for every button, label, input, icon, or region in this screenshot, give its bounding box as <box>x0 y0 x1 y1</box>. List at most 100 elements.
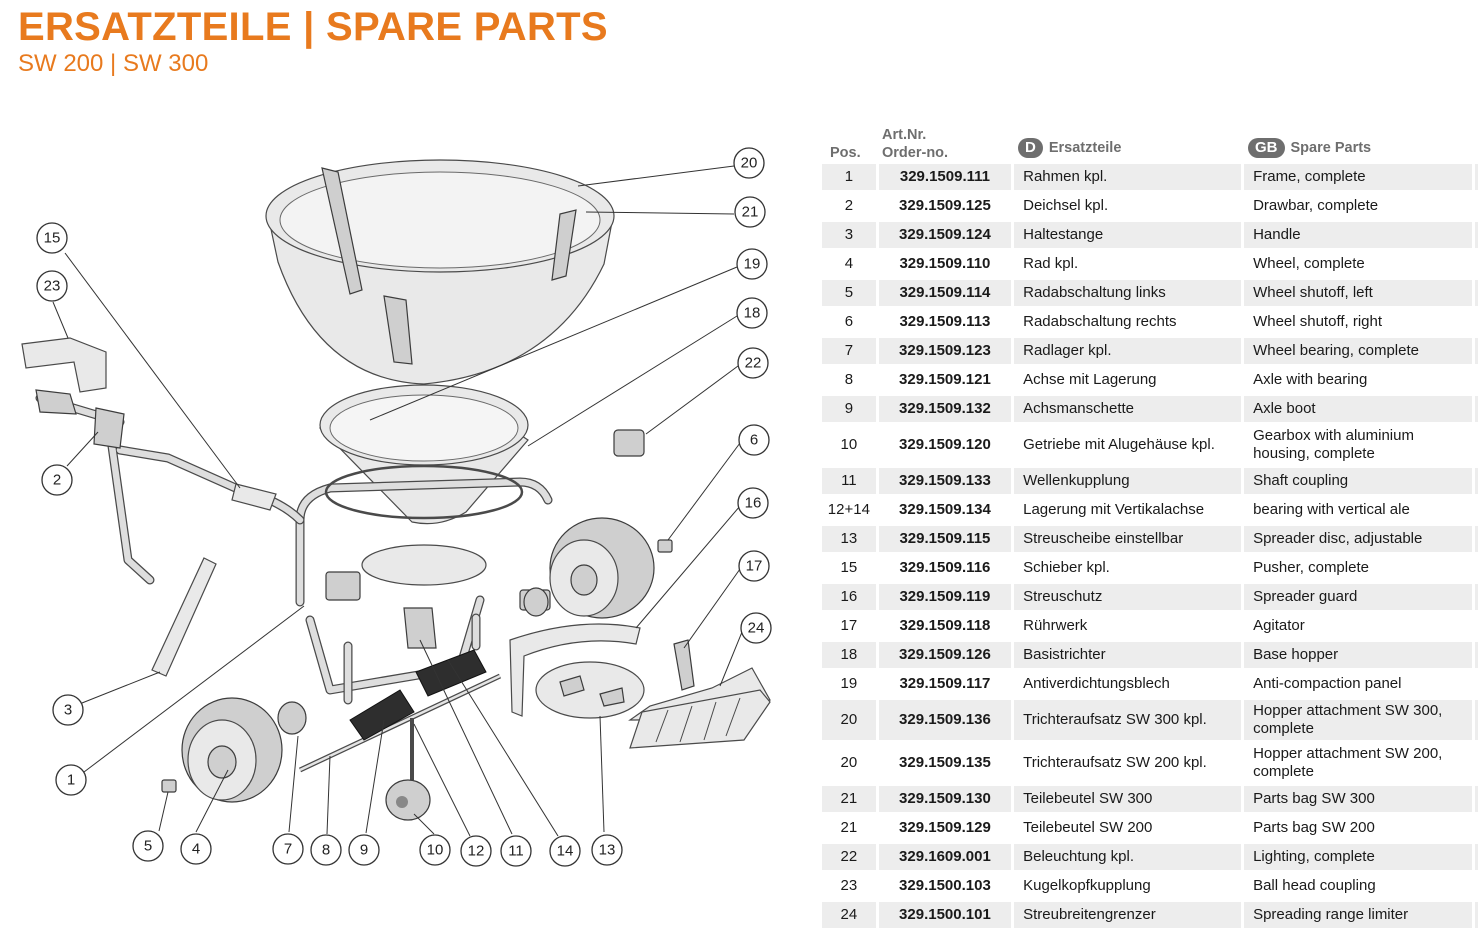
de-description-cell: Rad kpl. <box>1014 251 1242 277</box>
de-description-cell: Streuscheibe einstellbar <box>1014 526 1242 552</box>
callout-11: 11 <box>500 835 532 867</box>
gb-description-cell: Spreader disc, adjustable <box>1244 526 1473 552</box>
col-gb-label: Spare Parts <box>1290 139 1372 156</box>
de-description-cell: Rührwerk <box>1014 613 1242 639</box>
row-edge <box>1475 902 1478 928</box>
hopper-attachment-illustration <box>265 159 615 385</box>
callout-12: 12 <box>460 835 492 867</box>
art-no-cell: 329.1509.134 <box>878 497 1012 523</box>
gb-description-cell: Axle boot <box>1244 396 1473 422</box>
art-no-cell: 329.1509.117 <box>878 671 1012 697</box>
frame-illustration <box>295 464 553 705</box>
callout-4: 4 <box>180 833 212 865</box>
art-no-cell: 329.1509.119 <box>878 584 1012 610</box>
art-no-cell: 329.1509.121 <box>878 367 1012 393</box>
svg-text:1: 1 <box>67 772 75 789</box>
row-edge <box>1475 251 1478 277</box>
pos-cell: 22 <box>822 844 876 870</box>
art-no-cell: 329.1509.126 <box>878 642 1012 668</box>
gb-description-cell: Agitator <box>1244 613 1473 639</box>
gearbox-illustration <box>385 718 431 821</box>
callout-6: 6 <box>738 424 770 456</box>
de-badge: D <box>1018 138 1043 158</box>
de-description-cell: Trichteraufsatz SW 300 kpl. <box>1014 700 1242 740</box>
pos-cell: 8 <box>822 367 876 393</box>
gb-description-cell: Ball head coupling <box>1244 873 1473 899</box>
svg-text:11: 11 <box>508 843 524 860</box>
gb-description-cell: Anti-compaction panel <box>1244 671 1473 697</box>
row-edge <box>1475 873 1478 899</box>
de-description-cell: Radabschaltung rechts <box>1014 309 1242 335</box>
callout-7: 7 <box>272 833 304 865</box>
ball-head-coupling-illustration <box>21 337 107 393</box>
row-edge <box>1475 338 1478 364</box>
pos-cell: 21 <box>822 786 876 812</box>
gb-badge: GB <box>1248 138 1285 158</box>
art-no-cell: 329.1609.001 <box>878 844 1012 870</box>
wheel-shutoff-right-illustration <box>657 539 673 553</box>
pos-cell: 16 <box>822 584 876 610</box>
pos-cell: 11 <box>822 468 876 494</box>
callout-23: 23 <box>36 270 68 302</box>
pos-cell: 13 <box>822 526 876 552</box>
de-description-cell: Kugelkopfkupplung <box>1014 873 1242 899</box>
art-no-cell: 329.1509.136 <box>878 700 1012 740</box>
gb-description-cell: Wheel shutoff, left <box>1244 280 1473 306</box>
art-no-cell: 329.1509.111 <box>878 164 1012 190</box>
callout-20: 20 <box>733 147 765 179</box>
right-wheel-illustration <box>519 517 655 619</box>
row-edge <box>1475 468 1478 494</box>
de-description-cell: Lagerung mit Vertikalachse <box>1014 497 1242 523</box>
row-edge <box>1475 844 1478 870</box>
row-edge <box>1475 584 1478 610</box>
pos-cell: 15 <box>822 555 876 581</box>
row-edge <box>1475 222 1478 248</box>
callout-9: 9 <box>348 834 380 866</box>
de-description-cell: Basistrichter <box>1014 642 1242 668</box>
col-art-header-line2: Order-no. <box>882 145 949 161</box>
callout-13: 13 <box>591 834 623 866</box>
art-no-cell: 329.1509.130 <box>878 786 1012 812</box>
pos-cell: 6 <box>822 309 876 335</box>
art-no-cell: 329.1509.132 <box>878 396 1012 422</box>
row-edge <box>1475 815 1478 841</box>
gb-description-cell: Axle with bearing <box>1244 367 1473 393</box>
svg-text:23: 23 <box>44 278 61 295</box>
svg-text:21: 21 <box>742 204 759 221</box>
wheel-shutoff-left-illustration <box>161 779 177 793</box>
pos-cell: 1 <box>822 164 876 190</box>
de-description-cell: Antiverdichtungsblech <box>1014 671 1242 697</box>
pos-cell: 20 <box>822 743 876 783</box>
gb-description-cell: Lighting, complete <box>1244 844 1473 870</box>
exploded-view-diagram: 20 21 19 18 22 6 16 17 24 15 23 2 3 1 5 … <box>21 147 772 867</box>
gb-description-cell: Wheel shutoff, right <box>1244 309 1473 335</box>
row-edge <box>1475 642 1478 668</box>
row-edge <box>1475 396 1478 422</box>
de-description-cell: Beleuchtung kpl. <box>1014 844 1242 870</box>
de-description-cell: Achsmanschette <box>1014 396 1242 422</box>
art-no-cell: 329.1500.101 <box>878 902 1012 928</box>
svg-text:16: 16 <box>745 495 762 512</box>
svg-text:20: 20 <box>741 155 758 172</box>
de-description-cell: Achse mit Lagerung <box>1014 367 1242 393</box>
gb-description-cell: bearing with vertical ale <box>1244 497 1473 523</box>
art-no-cell: 329.1509.118 <box>878 613 1012 639</box>
pos-cell: 4 <box>822 251 876 277</box>
svg-text:13: 13 <box>599 842 616 859</box>
pos-cell: 23 <box>822 873 876 899</box>
axle-illustration <box>277 587 549 773</box>
col-gb-header: GB Spare Parts <box>1248 138 1371 158</box>
row-edge <box>1475 367 1478 393</box>
page-subtitle: SW 200 | SW 300 <box>18 50 209 77</box>
gb-description-cell: Frame, complete <box>1244 164 1473 190</box>
